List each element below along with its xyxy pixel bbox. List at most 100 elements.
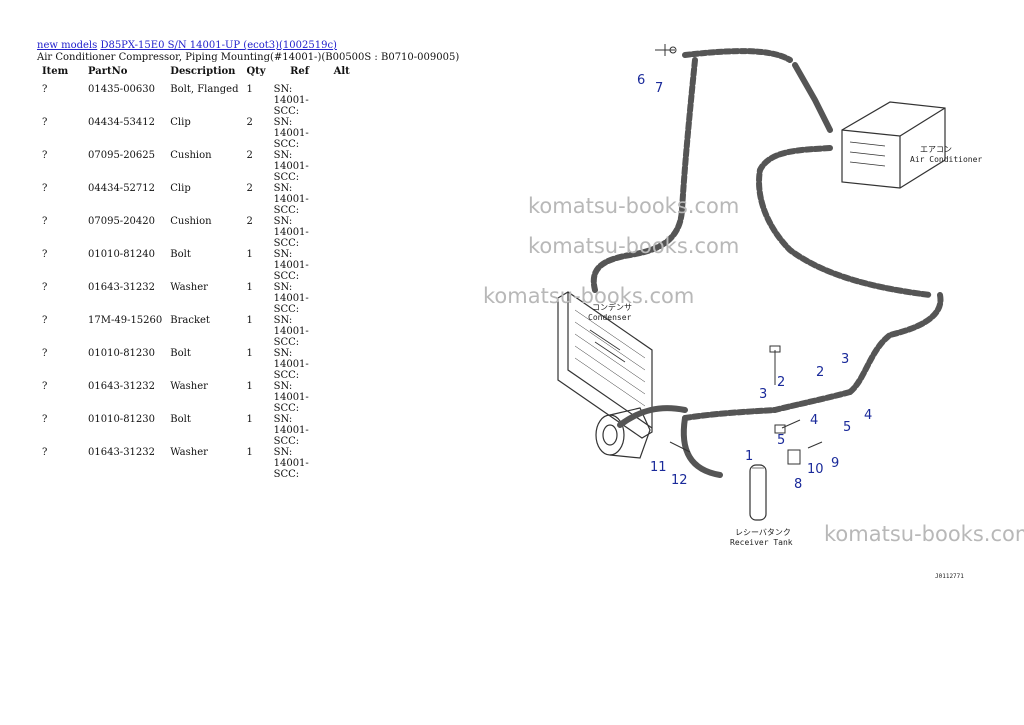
cell-alt [330,84,354,117]
cell-qty: 2 [246,117,253,128]
cell-partno: 04434-52712 [88,183,156,194]
callout-7: 7 [655,81,663,96]
cell-alt [330,249,354,282]
label-drawing-id: J0112771 [935,573,964,580]
cell-ref: SN: 14001-SCC: [273,216,309,249]
parts-table: Item PartNo Description Qty Ref Alt ? 014… [38,66,354,480]
cell-partno: 01643-31232 [88,381,156,392]
cell-partno: 07095-20420 [88,216,156,227]
cell-partno: 04434-53412 [88,117,156,128]
cell-description: Cushion [170,150,212,161]
page-subtitle: Air Conditioner Compressor, Piping Mount… [37,52,460,63]
callout-10: 10 [807,462,824,477]
watermark: komatsu-books.com [824,522,1024,546]
watermark: komatsu-books.com [528,194,740,218]
cell-partno: 01435-00630 [88,84,156,95]
cell-partno: 01010-81240 [88,249,156,260]
callout-9: 9 [831,456,839,471]
col-ref: Ref [290,66,310,77]
callout-11: 11 [650,460,667,475]
callout-3b: 3 [841,352,849,367]
callout-1: 1 [745,449,753,464]
callout-2a: 2 [777,375,785,390]
cell-alt [330,282,354,315]
cell-qty: 1 [246,249,253,260]
col-alt: Alt [333,66,350,77]
cell-qty: 2 [246,183,253,194]
cell-qty: 1 [246,282,253,293]
cell-qty: 1 [246,414,253,425]
cell-qty: 1 [246,348,253,359]
label-receiver-tank: Receiver Tank [730,538,793,547]
cell-description: Washer [170,447,208,458]
cell-alt [330,348,354,381]
col-qty: Qty [246,66,266,77]
col-partno: PartNo [88,66,128,77]
cell-description: Bolt, Flanged [170,84,239,95]
cell-ref: SN: 14001-SCC: [273,84,309,117]
cell-ref: SN: 14001-SCC: [273,282,309,315]
cell-item: ? [42,315,48,326]
watermark: komatsu-books.com [528,234,740,258]
cell-item: ? [42,84,48,95]
cell-description: Bolt [170,249,191,260]
cell-partno: 07095-20625 [88,150,156,161]
cell-ref: SN: 14001-SCC: [273,183,309,216]
cell-item: ? [42,183,48,194]
cell-partno: 17M-49-15260 [88,315,163,326]
cell-partno: 01010-81230 [88,348,156,359]
breadcrumb-model-link[interactable]: D85PX-15E0 S/N 14001-UP (ecot3)(1002519c… [100,40,337,51]
cell-alt [330,216,354,249]
cell-ref: SN: 14001-SCC: [273,150,309,183]
compressor-unit [595,407,651,459]
callout-4b: 4 [864,408,872,423]
table-row: ? 01010-81240 Bolt 1 SN: 14001-SCC: [38,249,354,282]
cell-qty: 2 [246,150,253,161]
cell-item: ? [42,117,48,128]
col-item: Item [42,66,69,77]
callout-12: 12 [671,473,688,488]
cell-qty: 1 [246,447,253,458]
cell-ref: SN: 14001-SCC: [273,249,309,282]
cell-item: ? [42,216,48,227]
cell-qty: 2 [246,216,253,227]
cell-partno: 01643-31232 [88,447,156,458]
callout-5a: 5 [777,433,785,448]
cell-description: Washer [170,282,208,293]
cell-item: ? [42,348,48,359]
table-row: ? 01435-00630 Bolt, Flanged 1 SN: 14001-SCC: [38,84,354,117]
label-air-conditioner: Air Conditioner [910,155,982,164]
cell-item: ? [42,249,48,260]
fasteners [655,44,823,465]
cell-qty: 1 [246,315,253,326]
cell-item: ? [42,381,48,392]
cell-qty: 1 [246,84,253,95]
cell-description: Clip [170,183,191,194]
label-air-conditioner-jp: エアコン [920,145,952,154]
callout-6: 6 [637,73,645,88]
breadcrumb-new-models-link[interactable]: new models [37,40,98,51]
cell-ref: SN: 14001-SCC: [273,381,309,414]
callout-8: 8 [794,477,802,492]
callout-5b: 5 [843,420,851,435]
cell-alt [330,183,354,216]
cell-item: ? [42,282,48,293]
cell-partno: 01010-81230 [88,414,156,425]
cell-description: Bolt [170,414,191,425]
cell-ref: SN: 14001-SCC: [273,348,309,381]
parts-table-header: Item PartNo Description Qty Ref Alt [38,66,354,84]
receiver-tank [749,464,767,521]
cell-ref: SN: 14001-SCC: [273,117,309,150]
cell-alt [330,447,354,480]
cell-partno: 01643-31232 [88,282,156,293]
condenser-unit [557,291,653,439]
air-conditioner-unit [841,101,946,189]
cell-description: Bracket [170,315,210,326]
breadcrumb: new models D85PX-15E0 S/N 14001-UP (ecot… [37,40,337,52]
